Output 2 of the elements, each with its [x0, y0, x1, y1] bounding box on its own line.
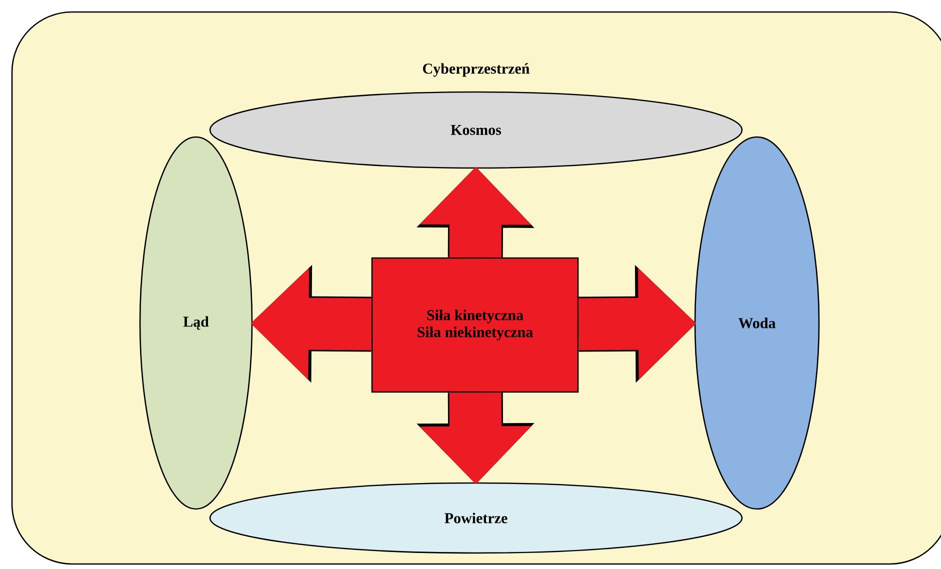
center-box: Siła kinetyczna Siła niekinetyczna — [371, 257, 579, 393]
heading: Cyberprzestrzeń — [423, 63, 530, 77]
